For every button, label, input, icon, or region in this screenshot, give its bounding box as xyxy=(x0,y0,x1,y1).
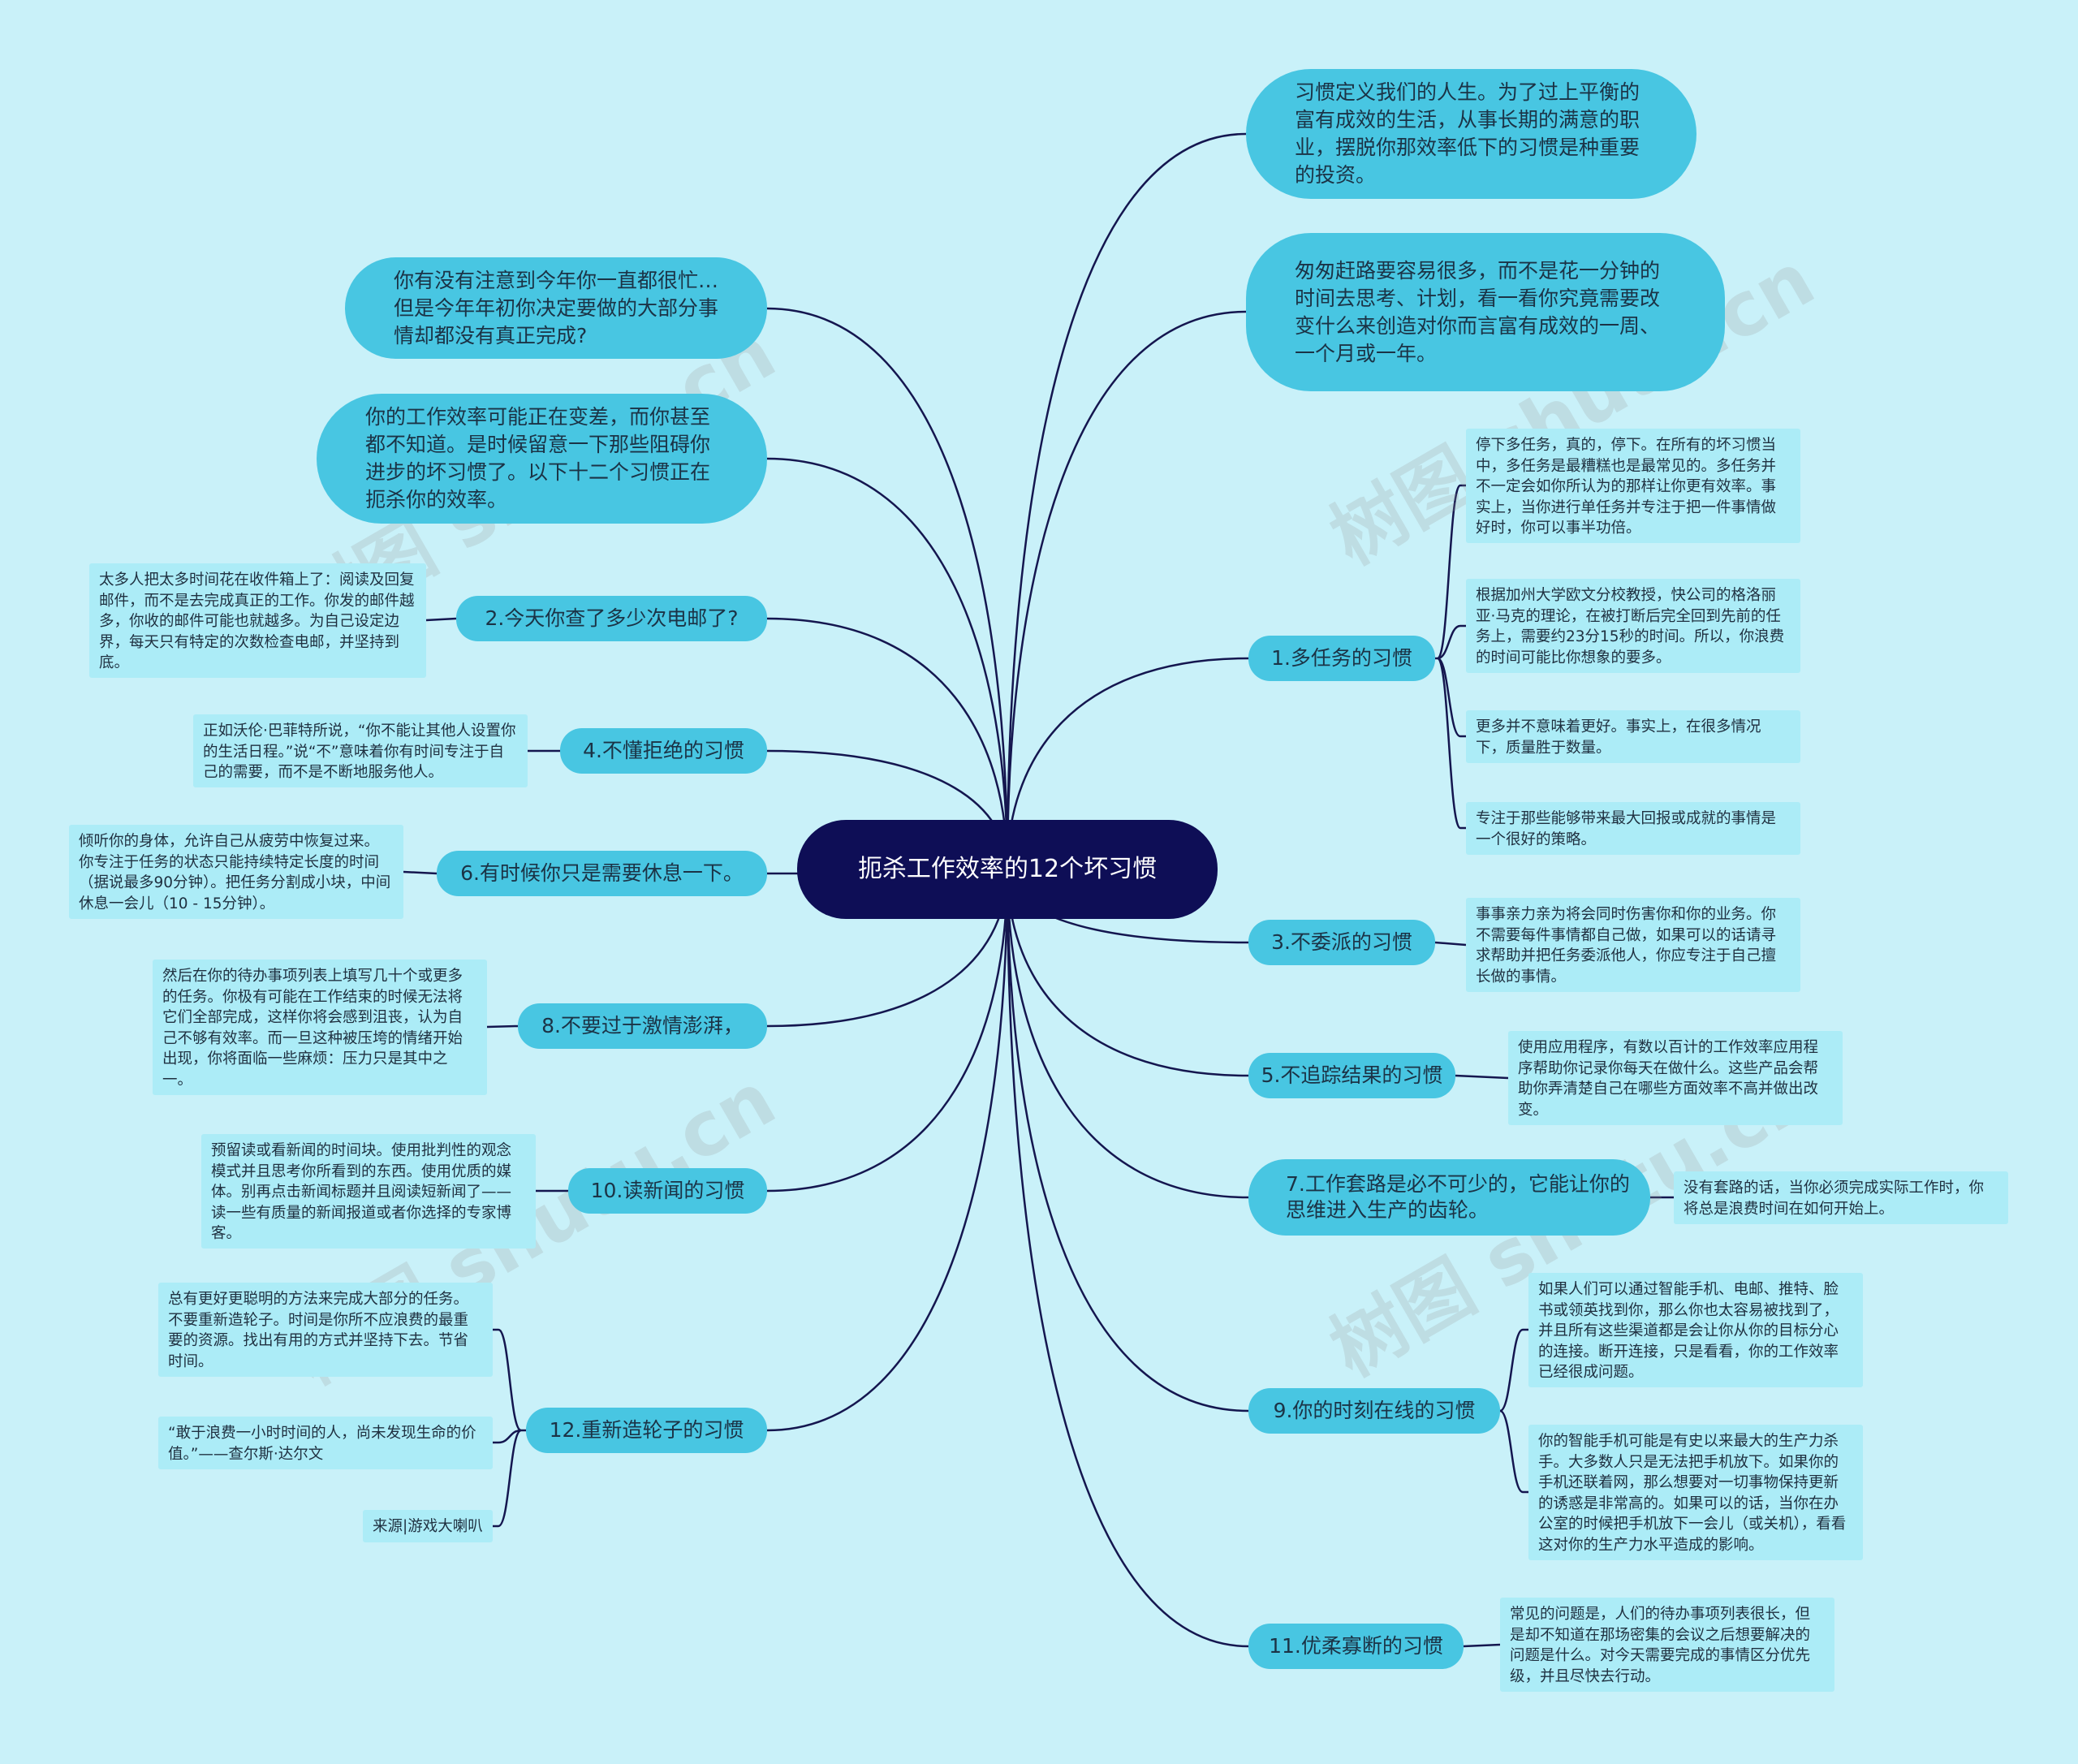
link-intro-2 xyxy=(1006,310,1247,870)
link-h9-notes-0 xyxy=(1499,1328,1528,1412)
habit-7-topic[interactable]: 7.工作套路是必不可少的，它能让你的思维进入生产的齿轮。 xyxy=(1248,1159,1650,1236)
link-intro-4 xyxy=(766,457,1009,870)
link-h1-notes-2 xyxy=(1437,657,1466,738)
habit-12-note-2: “敢于浪费一小时时间的人，尚未发现生命的价值。”——查尔斯·达尔文 xyxy=(158,1417,493,1469)
habit-3-topic[interactable]: 3.不委派的习惯 xyxy=(1248,920,1435,965)
habit-12-note-3: 来源|游戏大喇叭 xyxy=(363,1510,493,1542)
link-h12-notes-0 xyxy=(493,1328,522,1432)
habit-5-note: 使用应用程序，有数以百计的工作效率应用程序帮助你记录你每天在做什么。这些产品会帮… xyxy=(1508,1031,1843,1125)
link-h3-note xyxy=(1434,941,1467,947)
habit-6-topic[interactable]: 6.有时候你只是需要休息一下。 xyxy=(437,851,767,896)
habit-1-note-2: 根据加州大学欧文分校教授，快公司的格洛丽亚·马克的理论，在被打断后完全回到先前的… xyxy=(1466,579,1800,673)
habit-1-note-3: 更多并不意味着更好。事实上，在很多情况下，质量胜于数量。 xyxy=(1466,710,1800,763)
habit-4-topic[interactable]: 4.不懂拒绝的习惯 xyxy=(560,728,767,774)
link-intro-3 xyxy=(766,307,1009,870)
link-habit-12 xyxy=(766,869,1009,1432)
habit-2-note: 太多人把太多时间花在收件箱上了：阅读及回复邮件，而不是去完成真正的工作。你发的邮… xyxy=(89,563,426,678)
intro-bubble-3[interactable]: 你有没有注意到今年你一直都很忙…但是今年年初你决定要做的大部分事情却都没有真正完… xyxy=(345,257,767,359)
link-h12-notes-1 xyxy=(493,1429,522,1444)
link-h2-note xyxy=(425,617,457,622)
habit-8-note: 然后在你的待办事项列表上填写几十个或更多的任务。你极有可能在工作结束的时候无法将… xyxy=(153,960,487,1095)
habit-8-topic[interactable]: 8.不要过于激情澎湃， xyxy=(518,1003,767,1049)
link-h1-notes-3 xyxy=(1436,657,1466,830)
intro-bubble-1[interactable]: 习惯定义我们的人生。为了过上平衡的富有成效的生活，从事长期的满意的职业，摆脱你那… xyxy=(1246,69,1696,199)
habit-10-note: 预留读或看新闻的时间块。使用批判性的观念模式并且思考你所看到的东西。使用优质的媒… xyxy=(201,1134,536,1249)
link-h1-notes-1 xyxy=(1437,624,1466,660)
habit-9-note-2: 你的智能手机可能是有史以来最大的生产力杀手。大多数人只是无法把手机放下。如果你的… xyxy=(1528,1425,1863,1560)
habit-5-topic[interactable]: 5.不追踪结果的习惯 xyxy=(1248,1053,1455,1098)
habit-9-topic[interactable]: 9.你的时刻在线的习惯 xyxy=(1248,1388,1500,1434)
habit-10-topic[interactable]: 10.读新闻的习惯 xyxy=(568,1168,767,1214)
habit-12-topic[interactable]: 12.重新造轮子的习惯 xyxy=(526,1408,767,1453)
intro-bubble-2[interactable]: 匆匆赶路要容易很多，而不是花一分钟的时间去思考、计划，看一看你究竟需要改变什么来… xyxy=(1246,233,1725,391)
link-h12-notes-2 xyxy=(493,1429,522,1528)
link-habit-7 xyxy=(1006,869,1249,1199)
habit-1-note-1: 停下多任务，真的，停下。在所有的坏习惯当中，多任务是最糟糕也是最常见的。多任务并… xyxy=(1466,429,1800,543)
link-h1-notes-0 xyxy=(1436,484,1466,660)
habit-4-note: 正如沃伦·巴菲特所说，“你不能让其他人设置你的生活日程。”说“不”意味着你有时间… xyxy=(193,714,528,787)
link-habit-2 xyxy=(766,617,1009,870)
habit-12-note-1: 总有更好更聪明的方法来完成大部分的任务。不要重新造轮子。时间是你所不应浪费的最重… xyxy=(158,1283,493,1377)
habit-6-note: 倾听你的身体，允许自己从疲劳中恢复过来。你专注于任务的状态只能持续特定长度的时间… xyxy=(69,825,403,919)
central-topic[interactable]: 扼杀工作效率的12个坏习惯 xyxy=(797,820,1218,919)
habit-2-topic[interactable]: 2.今天你查了多少次电邮了? xyxy=(456,596,767,641)
link-h6-note xyxy=(403,870,438,875)
habit-9-note-1: 如果人们可以通过智能手机、电邮、推特、脸书或领英找到你，那么你也太容易被找到了，… xyxy=(1528,1273,1863,1387)
link-h5-note xyxy=(1455,1074,1509,1080)
link-habit-9 xyxy=(1006,869,1249,1412)
link-h9-notes-1 xyxy=(1499,1409,1528,1494)
link-habit-11 xyxy=(1006,869,1249,1648)
link-h11-note xyxy=(1463,1643,1501,1648)
habit-1-topic[interactable]: 1.多任务的习惯 xyxy=(1248,636,1435,681)
link-intro-1 xyxy=(1006,132,1247,870)
habit-3-note: 事事亲力亲为将会同时伤害你和你的业务。你不需要每件事情都自己做，如果可以的话请寻… xyxy=(1466,898,1800,992)
intro-bubble-4[interactable]: 你的工作效率可能正在变差，而你甚至都不知道。是时候留意一下那些阻碍你进步的坏习惯… xyxy=(317,394,767,524)
habit-7-note: 没有套路的话，当你必须完成实际工作时，你将总是浪费时间在如何开始上。 xyxy=(1674,1171,2008,1224)
link-h8-note xyxy=(486,1024,519,1029)
habit-1-note-4: 专注于那些能够带来最大回报或成就的事情是一个很好的策略。 xyxy=(1466,802,1800,855)
habit-11-note: 常见的问题是，人们的待办事项列表很长，但是却不知道在那场密集的会议之后想要解决的… xyxy=(1500,1598,1834,1692)
habit-11-topic[interactable]: 11.优柔寡断的习惯 xyxy=(1248,1624,1464,1669)
link-habit-10 xyxy=(766,869,1009,1193)
